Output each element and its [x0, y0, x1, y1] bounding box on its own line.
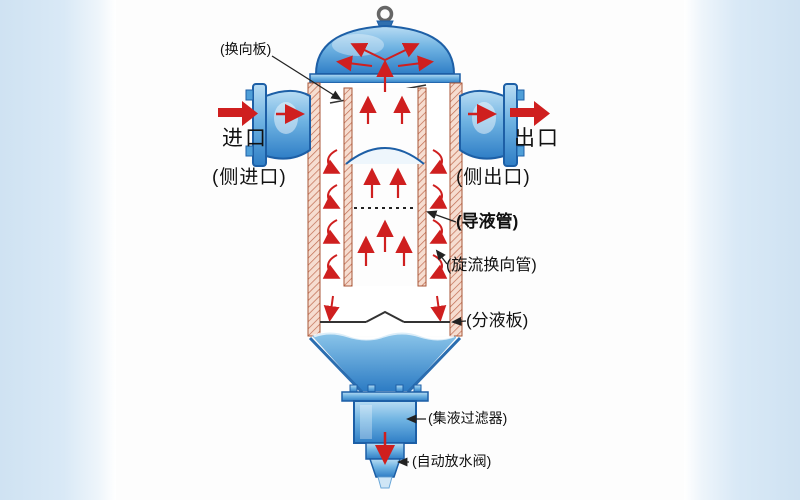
inlet-label: 进口 [222, 127, 268, 150]
tube-flow-arrows [357, 59, 413, 266]
auto-drain-valve-label: (自动放水阀) [412, 453, 492, 469]
leader-lines [271, 55, 467, 467]
outlet-nozzle [459, 83, 525, 167]
inlet-flow-arrow [218, 101, 258, 126]
left-background-band [0, 0, 116, 500]
side-inlet-label: (侧进口) [212, 167, 287, 188]
top-dome [309, 24, 461, 84]
outlet-label: 出口 [514, 127, 560, 150]
bottom-cone-liquid [308, 331, 462, 394]
liquid-guide-pipe [343, 87, 427, 287]
right-background-band [684, 0, 800, 500]
swirl-diverter-pipe-label: (旋流换向管) [446, 257, 537, 274]
swirl-cap [345, 147, 425, 165]
lifting-ring [376, 5, 394, 29]
side-outlet-label: (侧出口) [456, 167, 531, 188]
diverter-plate-label: (换向板) [220, 41, 272, 57]
liquid-guide-pipe-label: (导液管) [456, 212, 519, 231]
annulus-swirl-arrows [322, 149, 448, 322]
liquid-separator-plate-label: (分液板) [466, 311, 529, 330]
dome-highlight [332, 34, 384, 56]
liquid-collection-filter-label: (集液过滤器) [428, 410, 508, 426]
liquid-separator-plate [320, 310, 450, 323]
inlet-nozzle [245, 83, 311, 167]
dome-flow-arrows [336, 43, 434, 72]
outlet-flow-arrow [510, 101, 550, 126]
auto-drain-valve [365, 432, 405, 489]
